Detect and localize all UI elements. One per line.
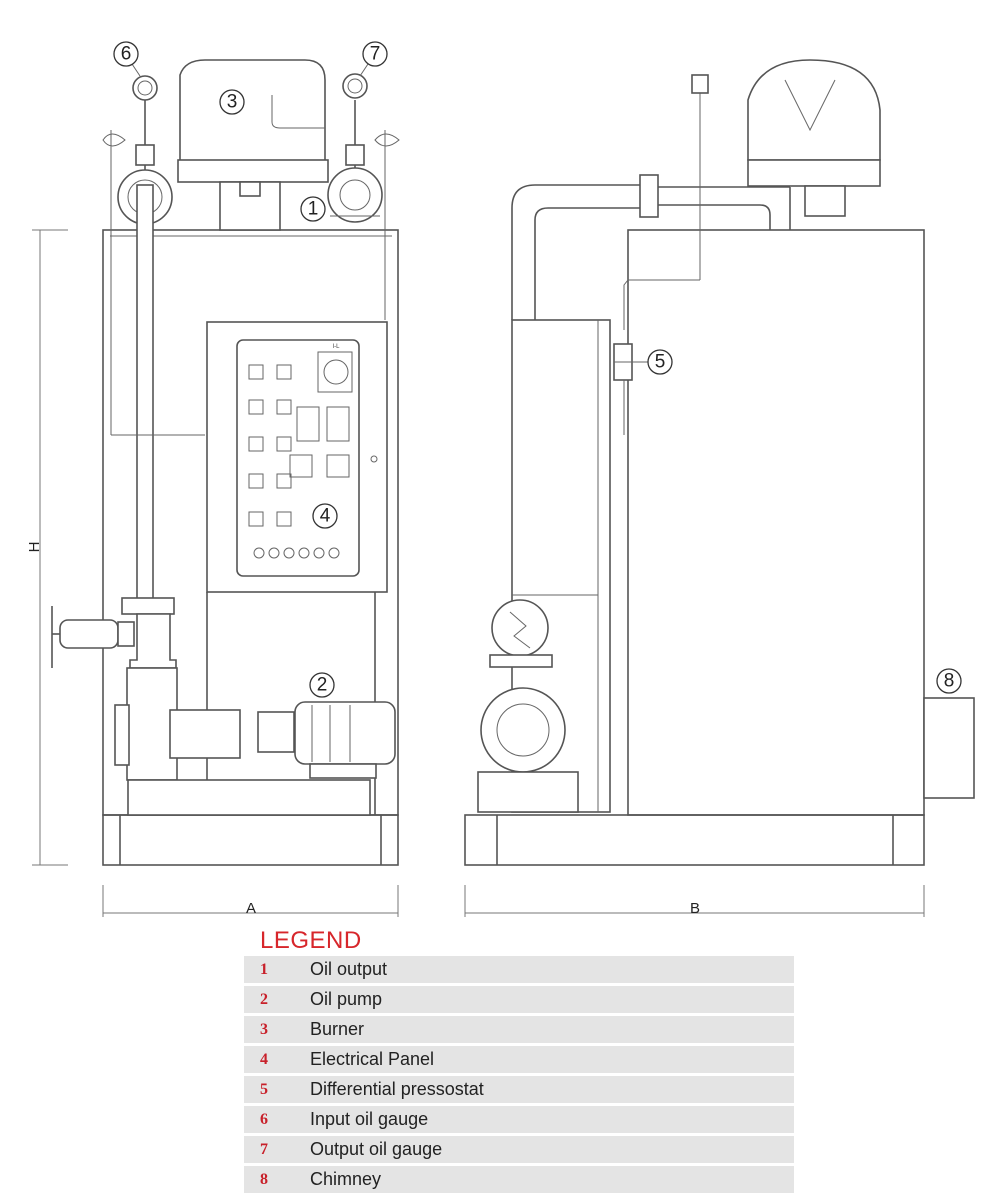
legend-number: 2 [260, 990, 268, 1008]
width-side-label: B [690, 900, 700, 917]
svg-text:7: 7 [370, 44, 381, 65]
width-front-label: A [246, 900, 256, 917]
electrical-panel: I-L [206, 321, 388, 593]
legend-label: Oil pump [310, 989, 383, 1009]
svg-text:6: 6 [121, 44, 132, 65]
svg-text:1: 1 [308, 199, 319, 220]
panel-label: I-L [332, 344, 340, 350]
svg-text:3: 3 [227, 92, 238, 113]
legend-row-burner: 3 Burner [244, 1016, 794, 1043]
svg-text:8: 8 [944, 671, 955, 692]
gate-valve [51, 606, 135, 668]
legend-number: 8 [260, 1170, 268, 1188]
svg-text:2: 2 [317, 675, 328, 696]
height-label: H [26, 542, 43, 553]
oil-pump [114, 597, 396, 816]
differential-pressostat [613, 343, 633, 435]
legend-number: 5 [260, 1080, 268, 1098]
side-view [464, 59, 975, 866]
legend-row-oil-output: 1 Oil output [244, 956, 794, 983]
burner-side [747, 59, 881, 217]
legend-row-chimney: 8 Chimney [244, 1166, 794, 1193]
legend-label: Oil output [310, 959, 388, 979]
input-oil-gauge [132, 75, 158, 101]
burner [177, 59, 329, 231]
dimension-width-side: B [464, 885, 925, 917]
svg-text:4: 4 [320, 506, 331, 527]
callout-4: 4 [312, 503, 338, 529]
output-oil-gauge [342, 73, 368, 99]
svg-text:5: 5 [655, 352, 666, 373]
technical-drawing: I-L [26, 41, 975, 917]
callout-8: 8 [936, 668, 962, 694]
legend-label: Chimney [310, 1169, 382, 1189]
legend-label: Output oil gauge [310, 1139, 443, 1159]
callout-1: 1 [300, 196, 326, 222]
legend-row-input-oil-gauge: 6 Input oil gauge [244, 1106, 794, 1133]
dimension-width-front: A [102, 885, 399, 917]
legend: LEGEND 1 Oil output 2 Oil pump 3 Burner … [244, 926, 794, 1196]
callout-3: 3 [219, 89, 245, 115]
oil-pump-side [477, 599, 579, 813]
legend-number: 7 [260, 1140, 268, 1158]
chimney [923, 697, 975, 799]
legend-label: Burner [310, 1019, 365, 1039]
legend-label: Input oil gauge [310, 1109, 429, 1129]
legend-row-oil-pump: 2 Oil pump [244, 986, 794, 1013]
legend-title: LEGEND [260, 927, 362, 954]
legend-number: 6 [260, 1110, 268, 1128]
callout-5: 5 [632, 349, 673, 375]
legend-number: 3 [260, 1020, 268, 1038]
legend-row-differential-pressostat: 5 Differential pressostat [244, 1076, 794, 1103]
legend-label: Electrical Panel [310, 1049, 435, 1069]
dimension-height: H [26, 229, 68, 866]
legend-number: 1 [260, 960, 268, 978]
legend-label: Differential pressostat [310, 1079, 484, 1099]
legend-row-output-oil-gauge: 7 Output oil gauge [244, 1136, 794, 1163]
callout-7: 7 [359, 41, 388, 77]
legend-row-electrical-panel: 4 Electrical Panel [244, 1046, 794, 1073]
callout-2: 2 [309, 672, 335, 698]
legend-number: 4 [260, 1050, 268, 1068]
front-view: I-L [51, 59, 400, 866]
callout-6: 6 [113, 41, 141, 77]
